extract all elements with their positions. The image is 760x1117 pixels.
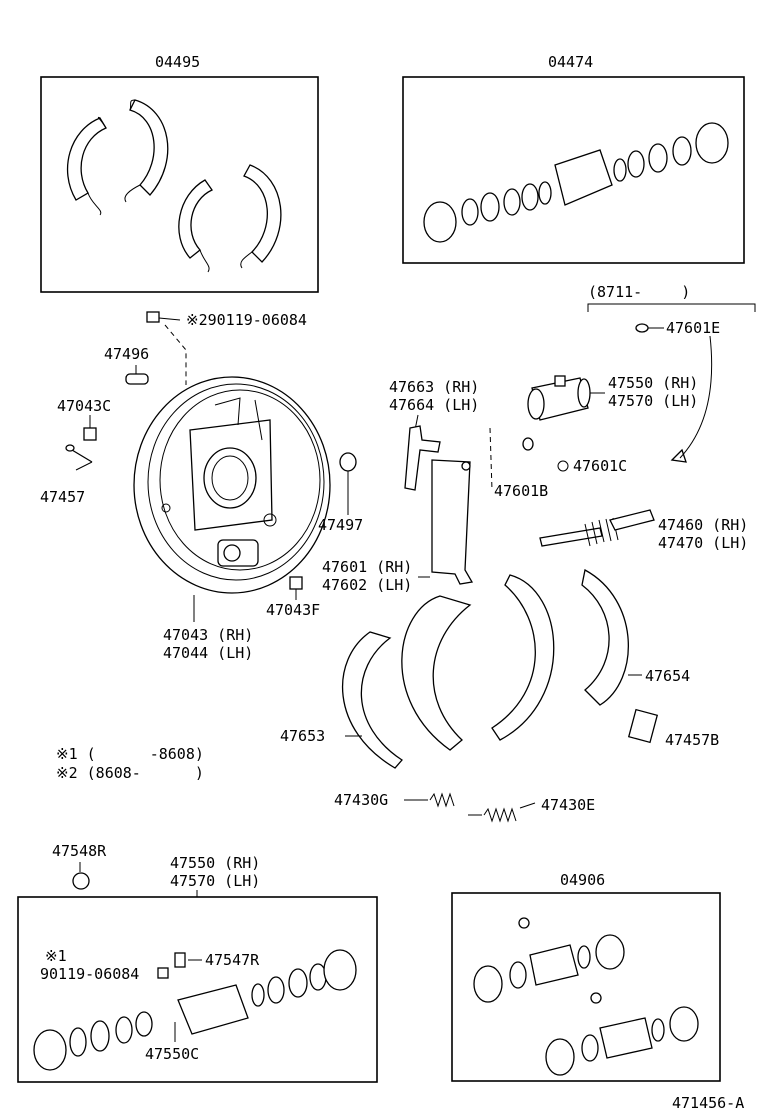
cap-icon xyxy=(339,452,357,515)
clip-icon xyxy=(557,460,569,472)
label-47043C: 47043C xyxy=(57,397,111,415)
label-47653: 47653 xyxy=(280,727,325,745)
lining-icon xyxy=(581,569,629,706)
arrow-head-icon xyxy=(670,448,687,463)
strut-icon xyxy=(431,459,474,585)
bleeder-screw-icon xyxy=(157,952,186,979)
clip-icon xyxy=(635,323,664,333)
washer-icon xyxy=(522,437,534,451)
label-47430G: 47430G xyxy=(334,791,388,809)
label-adjuster-lh: 47470 (LH) xyxy=(658,534,748,552)
cylinder-kit-bottom-box xyxy=(451,892,721,1082)
bolt-icon xyxy=(146,311,181,323)
shoes-group: 47653 47654 47457B 47430G 47430E xyxy=(280,569,719,823)
label-47550C: 47550C xyxy=(145,1045,199,1063)
backing-plate-icon xyxy=(133,376,331,594)
label-04495: 04495 xyxy=(155,53,200,71)
label-cyl-rh-top: 47550 (RH) xyxy=(608,374,698,392)
adjuster-icon xyxy=(539,509,655,547)
label-backing-plate-rh: 47043 (RH) xyxy=(163,626,253,644)
label-47430E: 47430E xyxy=(541,796,595,814)
brake-shoe-icon xyxy=(240,164,282,269)
pin-icon xyxy=(65,444,93,471)
backing-plate-group: ※290119-06084 47496 47043C 47457 xyxy=(40,311,363,662)
nut-icon xyxy=(83,415,97,441)
brake-shoe-icon xyxy=(124,99,169,203)
label-47548R: 47548R xyxy=(52,842,107,860)
label-47654: 47654 xyxy=(645,667,690,685)
label-47601B: 47601B xyxy=(494,482,548,500)
leader-arrow xyxy=(679,335,713,459)
adjuster-group: 47460 (RH) 47470 (LH) xyxy=(539,509,748,552)
label-bolt-290119: ※290119-06084 xyxy=(186,311,307,329)
shoe-kit-group: 04495 xyxy=(40,53,319,293)
plug-icon xyxy=(125,373,149,385)
label-cyl-rh-bottom: 47550 (RH) xyxy=(170,854,260,872)
nut-icon xyxy=(289,576,303,600)
cylinder-kit-bottom-group: 04906 xyxy=(451,871,721,1082)
label-adjuster-rh: 47460 (RH) xyxy=(658,516,748,534)
note-mark-1: ※1 xyxy=(45,947,67,965)
cap-icon xyxy=(72,872,90,890)
label-47601E: 47601E xyxy=(666,319,720,337)
brake-shoe-icon xyxy=(178,179,213,273)
spring-icon xyxy=(468,802,536,823)
label-47457B: 47457B xyxy=(665,731,719,749)
lever-icon xyxy=(404,425,441,491)
clip-icon xyxy=(627,708,659,744)
lining-icon xyxy=(341,631,403,769)
label-47601C: 47601C xyxy=(573,457,627,475)
label-47043F: 47043F xyxy=(266,601,320,619)
label-04906: 04906 xyxy=(560,871,605,889)
label-47496: 47496 xyxy=(104,345,149,363)
label-47547R: 47547R xyxy=(205,951,260,969)
cylinder-kit-top-group: 04474 xyxy=(402,53,745,264)
cylinder-bottom-box xyxy=(17,896,378,1083)
label-bolt-90119: 90119-06084 xyxy=(40,965,139,983)
label-backing-plate-lh: 47044 (LH) xyxy=(163,644,253,662)
brake-shoe-icon xyxy=(401,595,472,751)
label-lever-lh: 47664 (LH) xyxy=(389,396,479,414)
cylinder-kit-top-box xyxy=(402,76,745,264)
wheel-cylinder-bottom-group: 47548R 47550 (RH) 47570 (LH) ※1 90119-06… xyxy=(17,842,378,1083)
label-47497: 47497 xyxy=(318,516,363,534)
notes-group: ※1 ( -8608) ※2 (8608- ) xyxy=(56,745,204,782)
label-strut-rh: 47601 (RH) xyxy=(322,558,412,576)
date-range-bracket xyxy=(587,303,756,312)
date-range-group: (8711- ) 47601E xyxy=(587,283,756,463)
label-lever-rh: 47663 (RH) xyxy=(389,378,479,396)
parking-lever-group: 47663 (RH) 47664 (LH) 47601B 47601 (RH) … xyxy=(322,378,548,594)
note-2: ※2 (8608- ) xyxy=(56,764,204,782)
wheel-cylinder-exploded-icon xyxy=(423,122,729,243)
brake-shoe-icon xyxy=(67,116,107,216)
wheel-cylinder-exploded-icon xyxy=(33,949,357,1071)
wheel-cylinder-icon xyxy=(527,375,591,421)
brake-shoe-icon xyxy=(491,574,555,741)
label-strut-lh: 47602 (LH) xyxy=(322,576,412,594)
shoe-kit-box xyxy=(40,76,319,293)
label-04474: 04474 xyxy=(548,53,593,71)
wheel-cylinder-exploded-icon xyxy=(473,917,699,1076)
label-cyl-lh-top: 47570 (LH) xyxy=(608,392,698,410)
date-range-label: (8711- ) xyxy=(588,283,690,301)
spring-icon xyxy=(404,792,455,808)
figure-id: 471456-A xyxy=(672,1094,744,1112)
note-1: ※1 ( -8608) xyxy=(56,745,204,763)
label-47457: 47457 xyxy=(40,488,85,506)
label-cyl-lh-bottom: 47570 (LH) xyxy=(170,872,260,890)
wheel-cylinder-top-group: 47550 (RH) 47570 (LH) 47601C xyxy=(527,374,698,475)
